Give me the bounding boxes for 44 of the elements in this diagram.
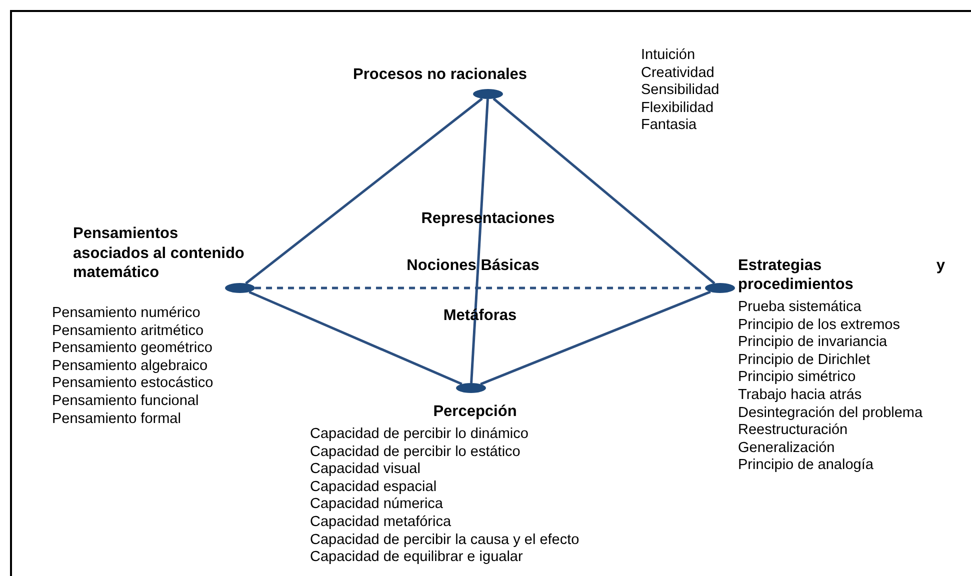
- list-item: Principio de analogía: [738, 457, 874, 475]
- connector-line: [470, 98, 489, 384]
- list-item: Capacidad de percibir lo dinámico: [310, 426, 528, 444]
- center-label: Nociones Básicas: [406, 257, 540, 274]
- list-item: Pensamiento numérico: [52, 305, 200, 323]
- list-item: Pensamiento funcional: [52, 392, 199, 411]
- list-item: Reestructuración: [738, 422, 848, 440]
- list-item: Intuición: [641, 47, 696, 65]
- vertex-heading: Procesos no racionales: [353, 65, 528, 85]
- list-item: Principio de los extremos: [738, 316, 900, 334]
- vertex-heading: Pensamientos asociados al contenido matemático: [73, 224, 246, 282]
- list-item: Creatividad: [641, 64, 714, 82]
- list-item: Capacidad metafórica: [310, 514, 452, 532]
- vertex-dot: [456, 383, 486, 393]
- list-item: Pensamiento aritmético: [52, 322, 204, 340]
- list-item: Principio de invariancia: [738, 334, 888, 352]
- list-item: Trabajo hacia atrás: [738, 386, 862, 405]
- list-item: Capacidad de percibir la causa y el efecto: [310, 532, 580, 550]
- list-item: Capacidad espacial: [310, 478, 437, 496]
- list-item: Capacidad visual: [310, 461, 420, 479]
- list-item: Capacidad númerica: [310, 496, 443, 514]
- list-item: Sensibilidad: [641, 82, 720, 100]
- list-item: Desintegración del problema: [738, 404, 923, 422]
- connector-line: [245, 98, 483, 284]
- vertex-dot: [473, 89, 503, 99]
- list-item: Pensamiento algebraico: [52, 358, 208, 376]
- list-item: Generalización: [738, 440, 835, 458]
- list-item: Pensamiento geométrico: [52, 340, 212, 358]
- connector-line: [248, 290, 462, 386]
- list-item: Principio de Dirichlet: [738, 352, 870, 370]
- connector-line: [480, 290, 711, 386]
- list-item: Fantasia: [641, 117, 697, 135]
- vertex-heading: Percepción: [432, 402, 518, 422]
- connector-line: [492, 98, 716, 284]
- vertex-dot: [705, 283, 735, 293]
- list-item: Prueba sistemática: [738, 299, 862, 317]
- list-item: Pensamiento formal: [52, 410, 181, 428]
- list-item: Pensamiento estocástico: [52, 375, 214, 393]
- list-item: Capacidad de percibir lo estático: [310, 444, 520, 462]
- vertex-dot: [225, 283, 255, 293]
- list-item: Principio simétrico: [738, 369, 856, 387]
- list-item: Capacidad de equilibrar e igualar: [310, 549, 523, 567]
- vertex-heading: Estrategias y procedimientos: [738, 256, 945, 294]
- list-item: Flexibilidad: [641, 100, 714, 118]
